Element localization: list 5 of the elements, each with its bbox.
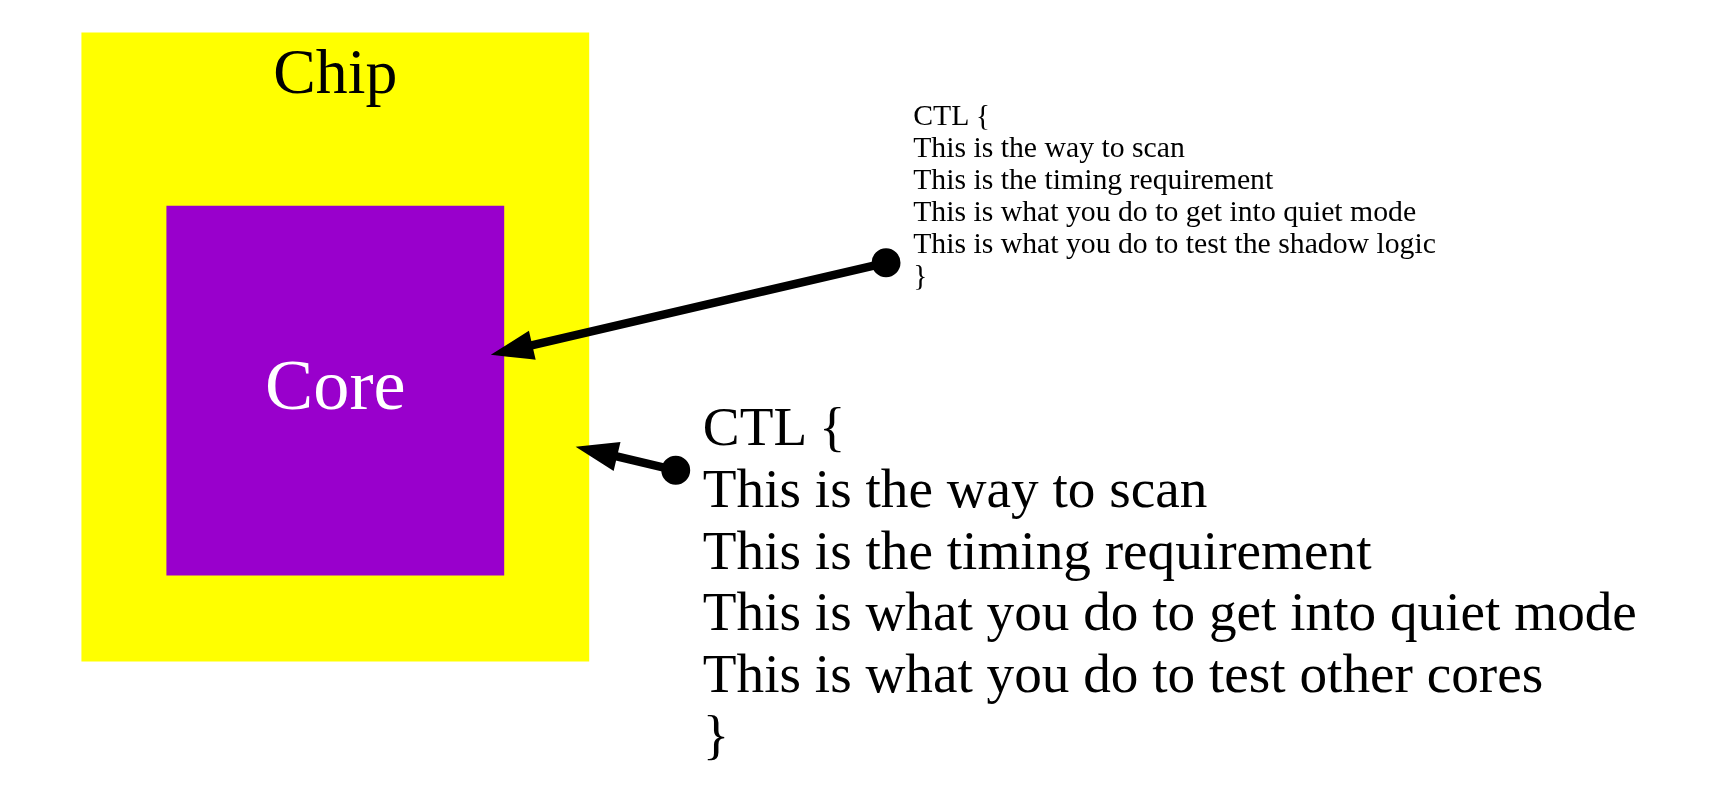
node-text: CTL { This is the way to scan This is the timing requirement This is what you do to get into quiet mode This is what you do to test other cores } bbox=[702, 396, 1637, 766]
node-box: Core bbox=[165, 205, 504, 576]
node-text: CTL { This is the way to scan This is the timing requirement This is what you do to get into quiet mode This is what you do to test the shadow logic } bbox=[912, 98, 1436, 291]
arrow bbox=[490, 248, 900, 360]
arrow bbox=[575, 441, 690, 485]
